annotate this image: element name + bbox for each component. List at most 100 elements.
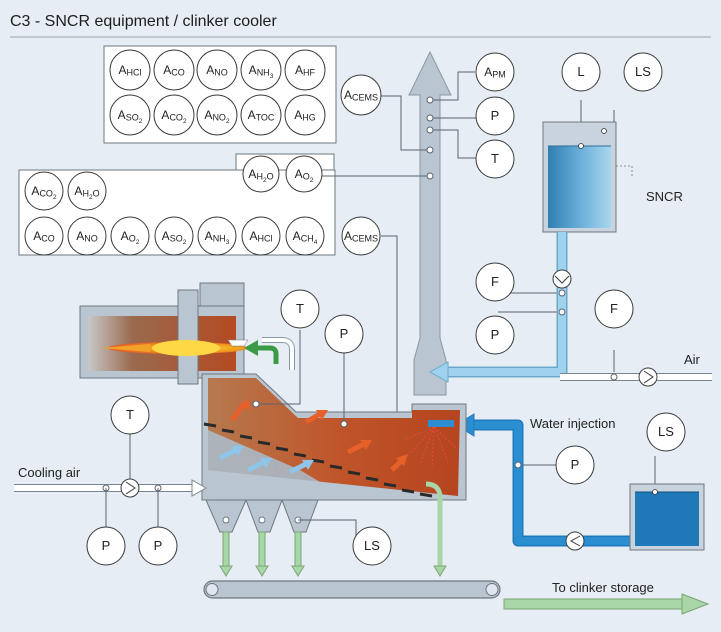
- sncr-label: SNCR: [646, 189, 683, 204]
- instrument-label: ANO2: [204, 108, 230, 125]
- instrument-label: F: [610, 301, 618, 316]
- instrument-label: LS: [635, 64, 651, 79]
- instrument-hopper_ls: [352, 526, 392, 566]
- instrument-kiln_analyzers_bottom-0: [24, 216, 64, 256]
- instrument-kiln_analyzers_bottom-3: [154, 216, 194, 256]
- instrument-top_analyzers-5: [109, 94, 151, 136]
- instrument-label: ACO: [33, 229, 55, 244]
- instrument-label: ACEMS: [344, 229, 378, 244]
- instrument-label: AHCl: [118, 63, 141, 78]
- instrument-kiln_analyzers_top-1: [67, 171, 107, 211]
- instrument-flow_f2: [594, 289, 634, 329]
- instrument-label: ASO2: [162, 229, 187, 246]
- instrument-top_analyzers-6: [153, 94, 195, 136]
- instrument-label: P: [102, 538, 111, 553]
- water-tank: [629, 483, 705, 551]
- instrument-kiln_cems: [341, 216, 381, 256]
- cooler-hoppers: [205, 499, 319, 533]
- instrument-label: P: [340, 326, 349, 341]
- instrument-label: ACO2: [31, 184, 57, 201]
- instrument-label: AO2: [121, 229, 140, 246]
- instrument-label: P: [491, 327, 500, 342]
- instrument-label: ACO2: [161, 108, 187, 125]
- instrument-cooling_p1: [86, 526, 126, 566]
- instrument-label: T: [296, 301, 304, 316]
- instrument-label: P: [154, 538, 163, 553]
- instrument-stack_instruments-1: [475, 96, 515, 136]
- instrument-label: ACO: [163, 63, 185, 78]
- cooling-air-label: Cooling air: [18, 465, 81, 480]
- instrument-label: ANH3: [249, 63, 274, 80]
- to-clinker-storage-arrow: [503, 593, 710, 615]
- instrument-mid_analyzers-1: [285, 155, 323, 193]
- instrument-top_analyzers-0: [109, 49, 151, 91]
- instrument-label: ANH3: [205, 229, 230, 246]
- instrument-label: ACH4: [293, 229, 318, 246]
- instrument-flow_f1: [475, 262, 515, 302]
- water-injection-label: Water injection: [530, 416, 616, 431]
- instrument-top_cems: [340, 74, 382, 116]
- instrument-kiln_analyzers_bottom-6: [285, 216, 325, 256]
- water-spray-nozzle: [403, 420, 457, 469]
- sncr-dosing-line: [428, 232, 568, 383]
- instrument-label: ANO: [206, 63, 228, 78]
- instrument-label: ATOC: [248, 108, 275, 123]
- instrument-label: T: [126, 407, 134, 422]
- instrument-label: AH2O: [248, 167, 273, 184]
- rotary-kiln: [79, 282, 249, 385]
- instrument-label: F: [491, 274, 499, 289]
- instrument-label: ANO: [76, 229, 98, 244]
- sncr-tank: [542, 121, 633, 233]
- instrument-label: P: [491, 108, 500, 123]
- instrument-kiln_t: [280, 289, 320, 329]
- instrument-label: AHF: [295, 63, 316, 78]
- instrument-top_analyzers-9: [284, 94, 326, 136]
- instrument-label: AHCl: [249, 229, 272, 244]
- instrument-kiln_analyzers_bottom-5: [241, 216, 281, 256]
- instrument-kiln_analyzers_bottom-4: [197, 216, 237, 256]
- instrument-top_analyzers-1: [153, 49, 195, 91]
- instrument-top_analyzers-7: [196, 94, 238, 136]
- water-injection-line: [455, 413, 630, 551]
- instrument-kiln_analyzers_bottom-2: [110, 216, 150, 256]
- instrument-label: AHG: [294, 108, 316, 123]
- instrument-label: LS: [658, 424, 674, 439]
- instrument-label: APM: [484, 65, 506, 80]
- instrument-mid_analyzers-0: [242, 155, 280, 193]
- instrument-label: AO2: [295, 167, 314, 184]
- discharge-arrows: [219, 481, 447, 577]
- burner-air-arrow: [244, 337, 295, 370]
- air-line: [560, 367, 712, 387]
- instrument-stack_instruments-2: [475, 139, 515, 179]
- cooler-flow-arrows: [218, 398, 408, 475]
- stack-tap-points: [426, 96, 434, 180]
- instrument-water_ls: [646, 412, 686, 452]
- to-clinker-storage-label: To clinker storage: [552, 580, 654, 595]
- instrument-top_analyzers-3: [240, 49, 282, 91]
- instrument-cooling_t: [110, 395, 150, 435]
- cooling-air-line: [14, 478, 208, 498]
- instrument-tank_ls: [623, 52, 663, 92]
- kiln-tap-points: [252, 400, 348, 428]
- instrument-top_analyzers-2: [196, 49, 238, 91]
- hopper-signal-line: [298, 519, 357, 538]
- cooler-grate: [203, 422, 433, 498]
- instrument-kiln_analyzers_top-0: [24, 171, 64, 211]
- sncr-pump: [552, 269, 572, 289]
- instrument-pressure_sncr: [475, 315, 515, 355]
- instrument-label: ACEMS: [344, 88, 378, 103]
- page-title: C3 - SNCR equipment / clinker cooler: [10, 13, 277, 30]
- instrument-kiln_analyzers_bottom-1: [67, 216, 107, 256]
- instrument-tank_l: [561, 52, 601, 92]
- instrument-label: ASO2: [118, 108, 143, 125]
- instrument-stack_instruments-0: [475, 52, 515, 92]
- cooling-signal-lines: [105, 330, 345, 528]
- instrument-cooling_p2: [138, 526, 178, 566]
- instrument-kiln_p: [324, 314, 364, 354]
- stack: [408, 50, 452, 396]
- instrument-label: T: [491, 151, 499, 166]
- instrument-top_analyzers-4: [284, 49, 326, 91]
- air-label: Air: [684, 352, 701, 367]
- instrument-label: L: [577, 64, 584, 79]
